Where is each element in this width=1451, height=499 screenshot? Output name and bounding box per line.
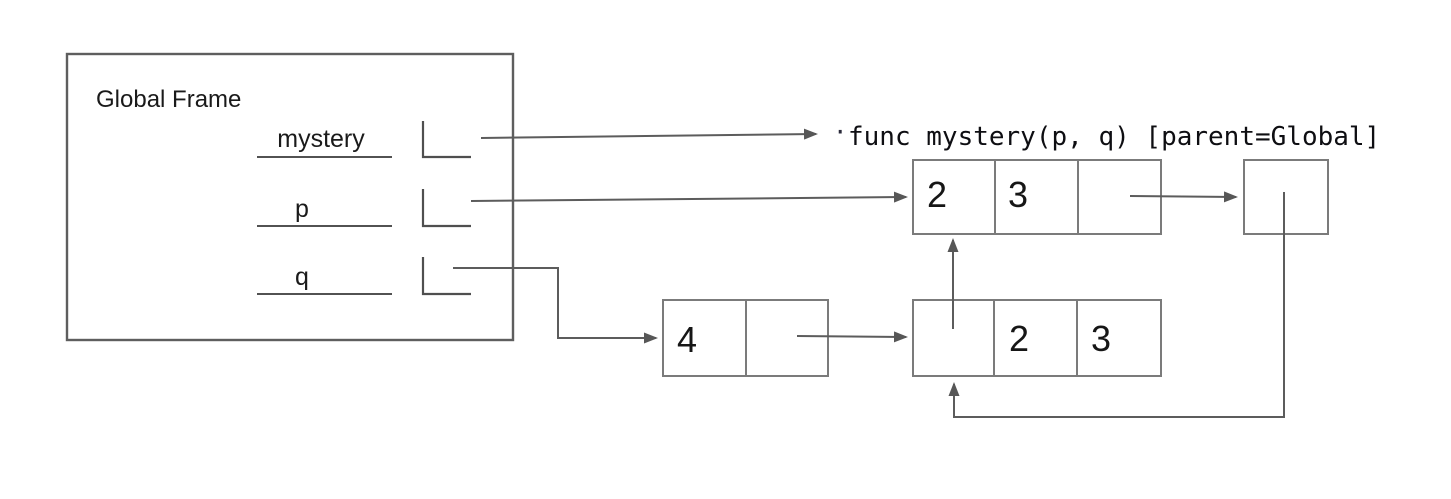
function-object-label: func mystery(p, q) [parent=Global] — [848, 122, 1380, 152]
value-slot-bracket-q — [421, 257, 471, 296]
function-anchor-dot: · — [833, 118, 847, 146]
pointer-q-to-four-pair — [453, 267, 658, 344]
value-slot-bracket-mystery — [421, 121, 471, 159]
bottom-list-box — [912, 299, 1162, 377]
four-pair-cell-1-value: 4 — [677, 319, 697, 360]
variable-name-q: q — [295, 263, 309, 291]
pointer-closure-box-to-bottom-list — [948, 192, 1285, 418]
global-frame-box — [65, 52, 515, 342]
variable-name-mystery: mystery — [277, 125, 365, 153]
pointer-four-pair-to-bottom-list — [796, 331, 908, 343]
global-frame-title: Global Frame — [96, 86, 241, 113]
value-slot-bracket-p — [421, 189, 471, 228]
top-list-cell-2-value: 3 — [1008, 174, 1028, 215]
variable-name-p: p — [295, 195, 309, 223]
top-list-cell-1-value: 2 — [927, 174, 947, 215]
top-list-box — [912, 159, 1162, 235]
closure-box — [1243, 159, 1329, 235]
pointer-p-to-top-list — [470, 191, 908, 203]
pointer-mystery-to-function — [480, 128, 818, 140]
bottom-list-cell-3-value: 3 — [1091, 318, 1111, 359]
pointer-top-list-to-closure-box — [1129, 191, 1238, 203]
bottom-list-cell-2-value: 2 — [1009, 318, 1029, 359]
